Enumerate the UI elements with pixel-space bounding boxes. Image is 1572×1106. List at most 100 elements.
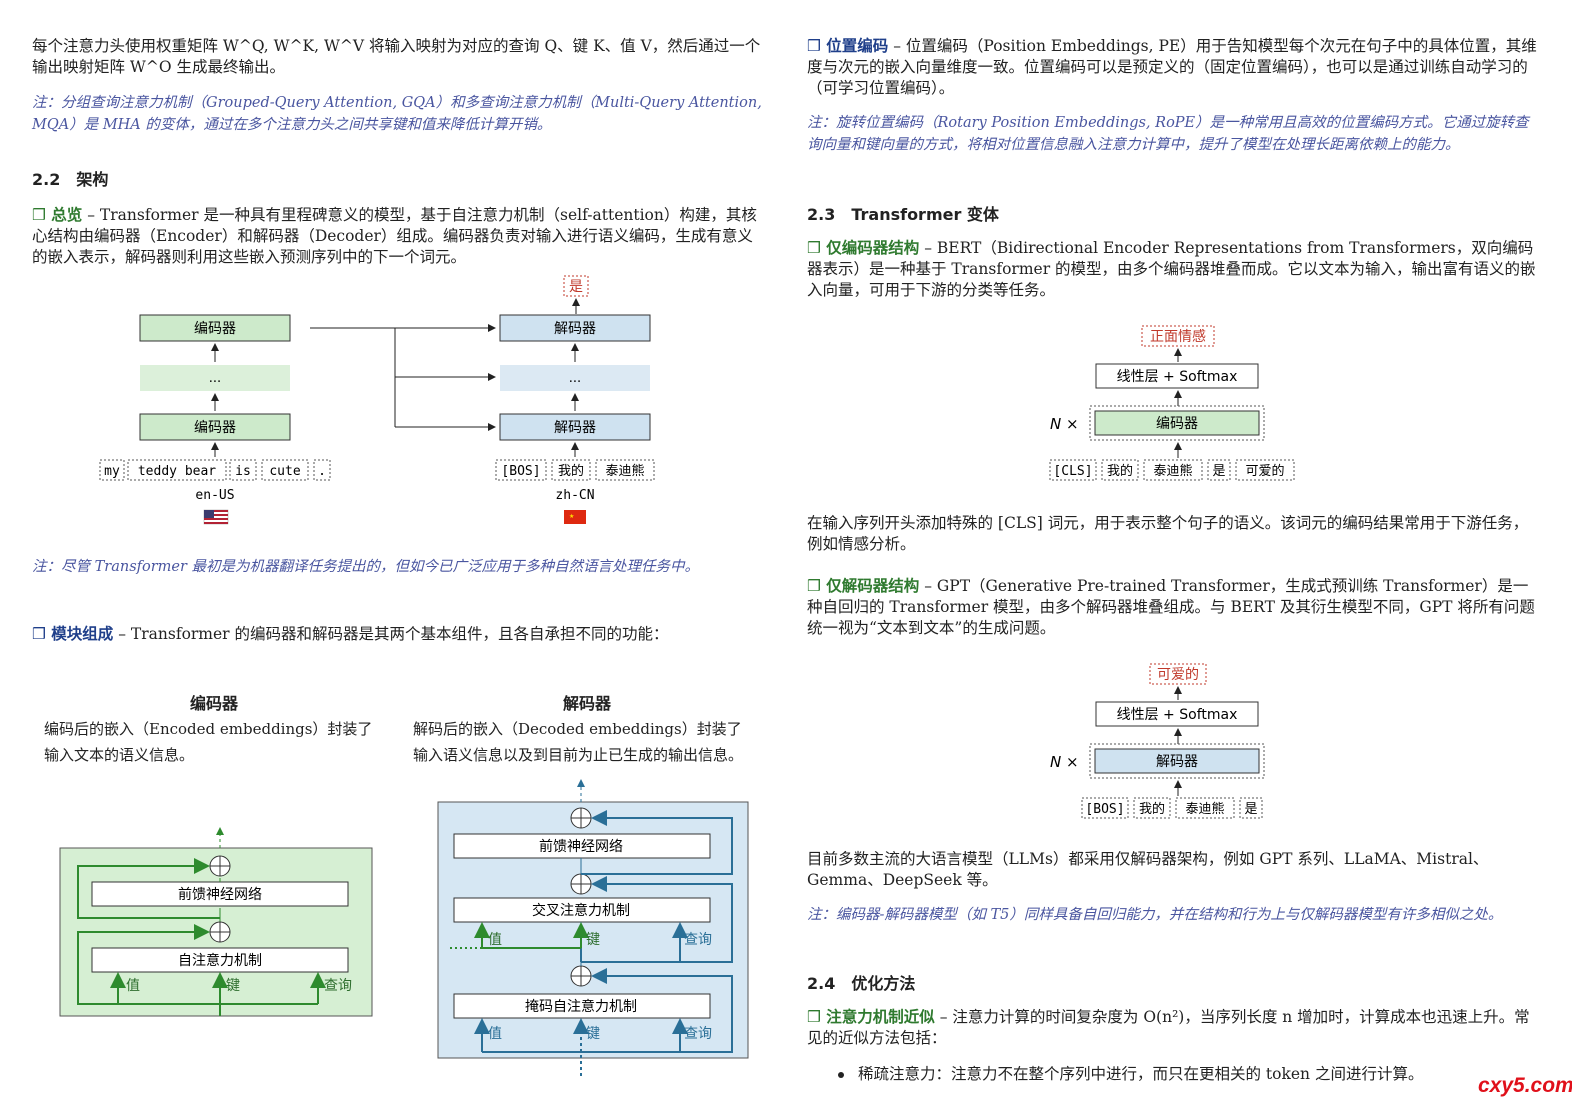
encoder-label-bottom: 编码器 xyxy=(194,420,236,436)
decoder-dots: ... xyxy=(569,371,581,386)
token-teddy: 泰迪熊 xyxy=(605,463,644,479)
encoder-self-attn-box xyxy=(91,947,349,973)
pe-text: – 位置编码（Position Embeddings, PE）用于告知模型每个次… xyxy=(807,37,1537,97)
decoder-block-top xyxy=(499,314,651,342)
modules-keyword: ❒ 模块组成 xyxy=(32,625,114,643)
token-bos: [BOS] xyxy=(501,464,540,479)
encoder-subtitle: 编码器 xyxy=(190,694,239,713)
encoder-input-tokens: my teddy bear is cute . xyxy=(99,459,331,481)
decoder-input-tokens: [BOS] 我的 泰迪熊 xyxy=(495,459,655,481)
section-2-3-title: 2.3 Transformer 变体 xyxy=(807,205,999,224)
output-token-box xyxy=(563,275,589,297)
output-token: 是 xyxy=(569,279,583,295)
gpt-decoder-label: 解码器 xyxy=(1156,754,1198,770)
watermark: cxy5.com xyxy=(1478,1074,1572,1097)
gpt-token-bos: [BOS] xyxy=(1085,802,1124,817)
decoder-description-line2: 输入语义信息以及到目前为止已生成的输出信息。 xyxy=(413,746,744,764)
note-machine-translation: 注：尽管 Transformer 最初是为机器翻译任务提出的，但如今已广泛应用于… xyxy=(32,559,700,575)
decoder-cross-attn-box xyxy=(453,897,711,923)
decoder-only-keyword: ❒ 仅解码器结构 xyxy=(807,577,920,595)
attention-approx-text: – 注意力计算的时间复杂度为 O(n²)，当序列长度 n 增加时，计算成本也迅速… xyxy=(807,1008,1530,1047)
encoder-only-keyword: ❒ 仅编码器结构 xyxy=(807,239,920,257)
decoder-description: 解码后的嵌入（Decoded embeddings）封装了 输入语义信息以及到目… xyxy=(413,716,783,768)
modules-text: – Transformer 的编码器和解码器是其两个基本组件，且各自承担不同的功… xyxy=(113,625,669,643)
encoder-only-text: – BERT（Bidirectional Encoder Representat… xyxy=(807,239,1536,299)
token-my: my xyxy=(104,464,120,479)
cls-paragraph: 在输入序列开头添加特殊的 [CLS] 词元，用于表示整个句子的语义。该词元的编码… xyxy=(807,514,1529,553)
masked-key-label: 键 xyxy=(586,1026,600,1042)
bullet-sparse-text: 稀疏注意力：注意力不在整个序列中进行，而只在更相关的 token 之间进行计算。 xyxy=(858,1065,1424,1083)
overview-keyword: ❒ 总览 xyxy=(32,206,83,224)
bert-token-keaide: 可爱的 xyxy=(1245,463,1284,479)
attention-approx-paragraph: ❒ 注意力机制近似 – 注意力计算的时间复杂度为 O(n²)，当序列长度 n 增… xyxy=(807,1007,1537,1049)
decoder-masked-attn-label: 掩码自注意力机制 xyxy=(525,998,637,1015)
token-period: . xyxy=(318,464,326,479)
gpt-nx-label: N × xyxy=(1050,753,1079,771)
encoder-ffn-box xyxy=(91,881,349,907)
gpt-diagram: 可爱的 线性层 + Softmax 解码器 N × [BOS] 我的 泰迪熊 是 xyxy=(1050,663,1265,819)
llm-paragraph: 目前多数主流的大语言模型（LLMs）都采用仅解码器架构，例如 GPT 系列、LL… xyxy=(807,850,1489,889)
overview-paragraph: ❒ 总览 – Transformer 是一种具有里程碑意义的模型，基于自注意力机… xyxy=(32,205,762,268)
attention-heads-paragraph: 每个注意力头使用权重矩阵 W^Q, W^K, W^V 将输入映射为对应的查询 Q… xyxy=(32,37,761,76)
encoder-description: 编码后的嵌入（Encoded embeddings）封装了 输入文本的语义信息。 xyxy=(44,716,404,768)
note-rope: 注：旋转位置编码（Rotary Position Embeddings, RoP… xyxy=(807,115,1529,153)
lang-zh-cn: zh-CN xyxy=(555,488,594,503)
encoder-description-line2: 输入文本的语义信息。 xyxy=(44,746,195,764)
decoder-block-bottom xyxy=(499,413,651,441)
bert-nx-label: N × xyxy=(1050,415,1079,433)
encoder-ffn-label: 前馈神经网络 xyxy=(178,886,262,903)
encoder-label-top: 编码器 xyxy=(194,321,236,337)
masked-query-label: 查询 xyxy=(684,1026,712,1042)
section-2-4-title: 2.4 优化方法 xyxy=(807,974,916,993)
decoder-cross-attn-label: 交叉注意力机制 xyxy=(532,902,630,919)
section-2-2-title: 2.2 架构 xyxy=(32,170,109,189)
svg-text:★: ★ xyxy=(569,513,574,520)
encoder-decoder-figure: 是 编码器 ... 编码器 解码器 ... 解码器 my teddy bear … xyxy=(99,275,655,525)
encoder-value-label: 值 xyxy=(126,978,140,994)
gpt-output-label: 可爱的 xyxy=(1157,667,1199,683)
bert-input-tokens: [CLS] 我的 泰迪熊 是 可爱的 xyxy=(1049,459,1295,481)
gpt-decoder-box xyxy=(1094,748,1260,774)
decoder-subtitle: 解码器 xyxy=(563,694,612,713)
encoder-dots: ... xyxy=(209,371,221,386)
bert-token-teddy: 泰迪熊 xyxy=(1153,463,1192,479)
bert-diagram: 正面情感 线性层 + Softmax 编码器 N × [CLS] 我的 泰迪熊 … xyxy=(1049,325,1295,481)
gpt-linear-label: 线性层 + Softmax xyxy=(1117,707,1238,723)
note-t5: 注：编码器-解码器模型（如 T5）同样具备自回归能力，并在结构和行为上与仅解码器… xyxy=(807,907,1503,923)
gpt-input-tokens: [BOS] 我的 泰迪熊 是 xyxy=(1081,797,1263,819)
encoder-block-top xyxy=(139,314,291,342)
decoder-block-diagram: 前馈神经网络 交叉注意力机制 掩码自注意力机制 值 键 查询 值 键 查询 xyxy=(437,779,749,1076)
gpt-token-shi: 是 xyxy=(1244,802,1257,817)
token-wode: 我的 xyxy=(558,463,584,479)
overview-text: – Transformer 是一种具有里程碑意义的模型，基于自注意力机制（sel… xyxy=(32,206,757,266)
modules-paragraph: ❒ 模块组成 – Transformer 的编码器和解码器是其两个基本组件，且各… xyxy=(32,624,762,645)
bert-linear-box xyxy=(1095,363,1259,389)
bert-encoder-label: 编码器 xyxy=(1156,416,1198,432)
decoder-ffn-box xyxy=(453,833,711,859)
bert-encoder-box xyxy=(1094,410,1260,436)
decoder-label-top: 解码器 xyxy=(554,321,596,337)
decoder-label-bottom: 解码器 xyxy=(554,420,596,436)
bert-token-shi: 是 xyxy=(1212,464,1225,479)
encoder-block-diagram: 前馈神经网络 自注意力机制 值 键 查询 xyxy=(59,827,373,1017)
bullet-dot-icon xyxy=(838,1072,844,1078)
decoder-only-paragraph: ❒ 仅解码器结构 – GPT（Generative Pre-trained Tr… xyxy=(807,576,1537,639)
encoder-description-line1: 编码后的嵌入（Encoded embeddings）封装了 xyxy=(44,720,373,738)
encoder-query-label: 查询 xyxy=(324,978,352,994)
token-is: is xyxy=(235,464,251,479)
token-teddy-bear: teddy bear xyxy=(138,464,216,479)
decoder-masked-attn-box xyxy=(453,993,711,1019)
bert-output-label: 正面情感 xyxy=(1150,328,1206,345)
decoder-description-line1: 解码后的嵌入（Decoded embeddings）封装了 xyxy=(413,720,742,738)
bert-token-cls: [CLS] xyxy=(1053,464,1092,479)
gpt-token-wode: 我的 xyxy=(1139,801,1165,817)
attention-approx-keyword: ❒ 注意力机制近似 xyxy=(807,1008,935,1026)
masked-value-label: 值 xyxy=(488,1026,502,1042)
token-cute: cute xyxy=(269,464,300,479)
lang-en-us: en-US xyxy=(195,488,234,503)
encoder-dots-block xyxy=(140,365,290,391)
cross-query-label: 查询 xyxy=(684,932,712,948)
bullet-sparse-attention: 稀疏注意力：注意力不在整个序列中进行，而只在更相关的 token 之间进行计算。 xyxy=(838,1064,1478,1085)
encoder-block-bottom xyxy=(139,413,291,441)
encoder-only-paragraph: ❒ 仅编码器结构 – BERT（Bidirectional Encoder Re… xyxy=(807,238,1537,301)
